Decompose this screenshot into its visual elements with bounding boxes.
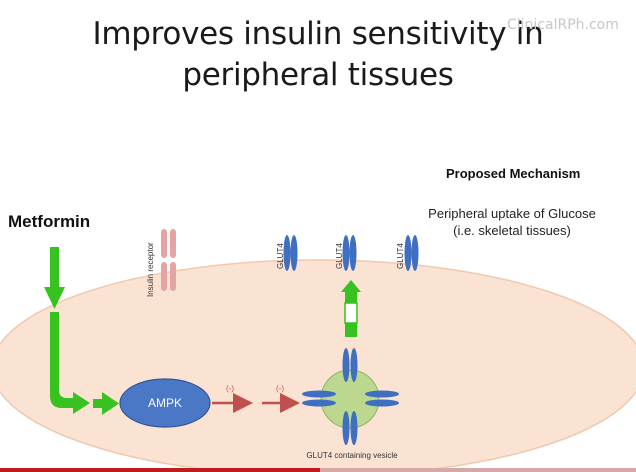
slide-title-line2: peripheral tissues: [182, 57, 454, 93]
mechanism-line2: (i.e. skeletal tissues): [453, 223, 571, 238]
progress-fill: [0, 468, 320, 472]
glut4-label-2: GLUT4: [335, 243, 344, 269]
metformin-label: Metformin: [8, 212, 91, 231]
glut4-transporter-2: [342, 235, 357, 271]
mechanism-description: Peripheral uptake of Glucose (i.e. skele…: [412, 205, 612, 239]
insulin-receptor-label: Insulin receptor: [146, 242, 155, 297]
inhibit-label-1: (-): [226, 384, 234, 393]
slide-title: Improves insulin sensitivity in peripher…: [0, 14, 636, 96]
insulin-receptor: [161, 229, 176, 291]
glut4-label-1: GLUT4: [276, 243, 285, 269]
cell-membrane: [0, 259, 636, 472]
glut4-vesicle: [302, 348, 399, 445]
translocation-arrow: [341, 280, 361, 337]
mechanism-line1: Peripheral uptake of Glucose: [428, 206, 596, 221]
watermark: ClinicalRPh.com: [507, 17, 619, 33]
ampk-enzyme: [119, 378, 211, 428]
glut4-transporter-3: [404, 235, 419, 271]
mechanism-heading: Proposed Mechanism: [446, 166, 581, 181]
metformin-pathway-arrow: [44, 247, 119, 415]
inhibit-label-2: (-): [276, 384, 284, 393]
glut4-label-3: GLUT4: [396, 243, 405, 269]
ampk-label: AMPK: [148, 396, 182, 410]
vesicle-label: GLUT4 containing vesicle: [306, 451, 398, 460]
glut4-transporter-1: [283, 235, 298, 271]
slide-title-line1: Improves insulin sensitivity in: [92, 16, 544, 52]
